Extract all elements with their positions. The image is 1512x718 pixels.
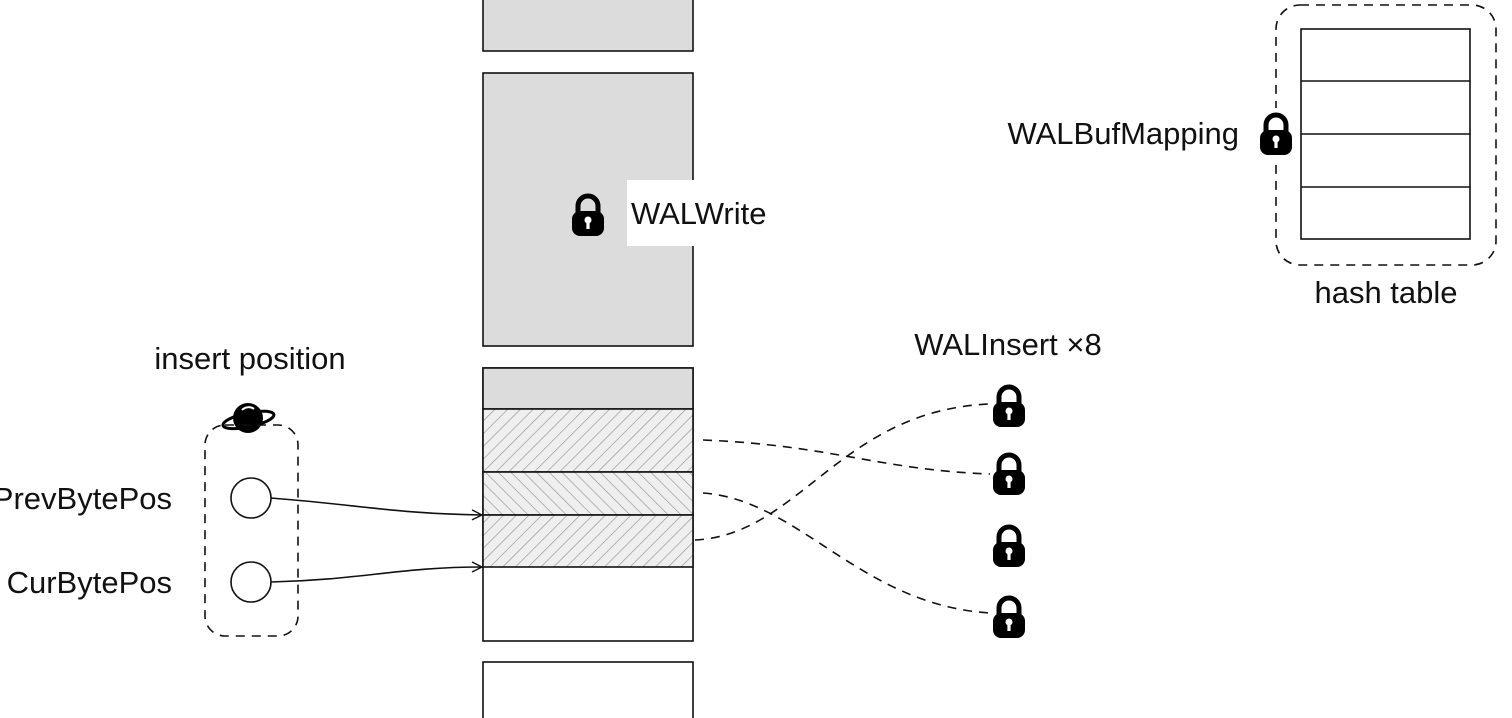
cur-byte-pos-label: CurBytePos xyxy=(7,565,172,600)
insert-lock-connectors xyxy=(694,403,991,614)
insert-position-boundary xyxy=(204,424,299,637)
record-slot-3 xyxy=(482,514,694,568)
hash-table xyxy=(1300,28,1471,240)
insert-position-label: insert position xyxy=(154,341,345,376)
lock-icon xyxy=(993,598,1025,638)
cur-byte-pos-arrow xyxy=(270,567,482,583)
record-slot-2 xyxy=(482,471,694,516)
buffer-page-bottom xyxy=(482,661,694,718)
wal-buffer-column xyxy=(482,0,694,718)
record-slot-1 xyxy=(482,408,694,473)
hash-table-label: hash table xyxy=(1314,275,1457,310)
prev-byte-pos-arrow xyxy=(270,497,482,515)
buffer-slot-filled xyxy=(482,367,694,410)
wal-write-label: WALWrite xyxy=(631,196,767,231)
cur-byte-pos-dot xyxy=(230,561,272,603)
spinlock-icon xyxy=(221,403,276,433)
lock-icon xyxy=(993,527,1025,567)
prev-byte-pos-dot xyxy=(230,477,272,519)
prev-byte-pos-label: PrevBytePos xyxy=(0,481,172,516)
buffer-page-top xyxy=(482,0,694,52)
wal-insert-label: WALInsert ×8 xyxy=(914,327,1102,362)
lock-icon xyxy=(993,387,1025,427)
lock-icon xyxy=(993,455,1025,495)
wal-buf-mapping-label: WALBufMapping xyxy=(1008,116,1239,151)
